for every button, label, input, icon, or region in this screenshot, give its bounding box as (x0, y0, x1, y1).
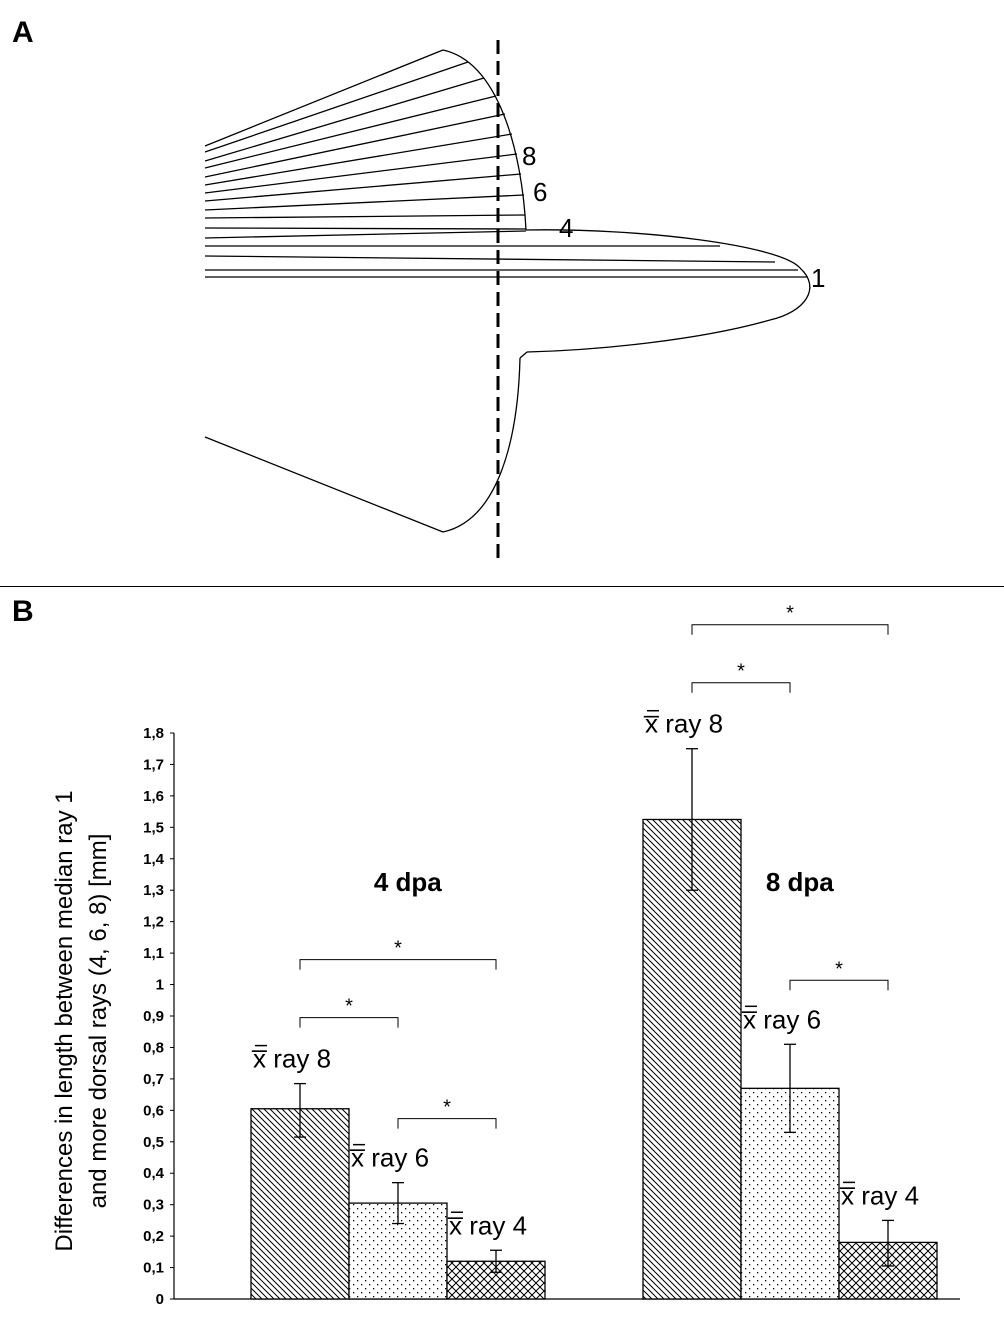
y-tick-label: 1,2 (143, 914, 164, 931)
panel-b-letter: B (12, 595, 34, 628)
bar-label: x̅ ray 6 (741, 1004, 821, 1034)
y-tick-label: 1 (156, 977, 164, 994)
significance-star: * (345, 996, 353, 1018)
y-tick-label: 1,3 (143, 882, 164, 899)
significance-star: * (737, 661, 745, 683)
significance-bracket (691, 624, 889, 635)
bar-chart: Differences in length between median ray… (51, 603, 960, 1308)
error-bars (294, 748, 894, 1273)
y-ticks: 0 0,1 0,2 0,3 0,4 0,5 0,6 0,7 0,8 0,9 1 1,1 1,2 1,3 1,… (143, 725, 174, 1308)
upper-lobe-distal-edge (442, 49, 527, 231)
y-tick-label: 1,5 (143, 819, 164, 836)
panel-divider (0, 586, 1004, 587)
y-tick-label: 0,9 (143, 1008, 164, 1025)
significance-bracket (299, 1017, 399, 1028)
y-tick-label: 0,1 (143, 1260, 164, 1277)
y-tick-label: 0,8 (143, 1039, 164, 1056)
y-tick-label: 1,6 (143, 788, 164, 805)
y-tick-label: 0,3 (143, 1197, 164, 1214)
panel-b: B Differences in length between median r… (0, 587, 1004, 1336)
y-tick-label: 1,1 (143, 945, 164, 962)
significance-star: * (786, 603, 794, 625)
median-lobe-notch (519, 351, 528, 359)
y-axis-label-line-2: and more dorsal rays (4, 6, 8) [mm] (85, 834, 112, 1209)
y-tick-label: 0,4 (143, 1165, 165, 1182)
bar (250, 1108, 350, 1300)
upper-lobe-outer-edge (204, 49, 444, 147)
lower-lobe-outer-edge (204, 436, 444, 533)
significance-star: * (443, 1097, 451, 1119)
significance-bracket (789, 979, 889, 991)
median-lobe-lower-edge (526, 319, 771, 353)
median-lobe-tip (769, 267, 811, 321)
fin-diagram: 8 6 4 1 (204, 40, 825, 558)
ray-label-4: 4 (559, 213, 573, 243)
ray-label-6: 6 (533, 177, 547, 207)
y-tick-label: 1,7 (143, 756, 164, 773)
bar-label: x̅ ray 4 (447, 1210, 527, 1240)
group-labels: 4 dpa 8 dpa (374, 867, 834, 897)
y-tick-label: 0 (156, 1291, 164, 1308)
y-axis-label: Differences in length between median ray… (51, 790, 112, 1251)
group-label: 4 dpa (374, 867, 442, 897)
y-tick-label: 0,7 (143, 1071, 164, 1088)
bar-label: x̅ ray 8 (251, 1044, 331, 1074)
lower-lobe-distal-edge (442, 357, 521, 533)
y-tick-label: 0,6 (143, 1102, 164, 1119)
bar-label: x̅ ray 4 (839, 1180, 919, 1210)
significance-bracket (397, 1118, 497, 1129)
bar-label: x̅ ray 6 (349, 1143, 429, 1173)
panel-a: A (0, 0, 1004, 586)
significance-bracket (691, 682, 791, 693)
bars (250, 818, 938, 1300)
ray-label-8: 8 (522, 141, 536, 171)
median-lobe-rays (204, 230, 808, 278)
ray-label-1: 1 (811, 263, 825, 293)
median-lobe-upper-edge (525, 229, 801, 269)
y-tick-label: 0,5 (143, 1134, 164, 1151)
y-tick-label: 1,4 (143, 851, 165, 868)
significance-star: * (394, 938, 402, 960)
y-tick-label: 1,8 (143, 725, 164, 742)
bar (642, 818, 742, 1300)
bar-labels: x̅ ray 8 x̅ ray 6 x̅ ray 4 x̅ ray 8 x̅ ray 6… (251, 709, 919, 1241)
y-tick-label: 0,2 (143, 1228, 164, 1245)
significance-brackets: * * * * * * (299, 603, 889, 1129)
upper-lobe-rays (204, 61, 527, 230)
y-axis-label-line-1: Differences in length between median ray… (51, 790, 78, 1251)
significance-star: * (835, 958, 843, 980)
group-label: 8 dpa (766, 867, 834, 897)
bar-label: x̅ ray 8 (643, 709, 723, 739)
significance-bracket (299, 959, 497, 970)
panel-a-letter: A (12, 16, 34, 49)
